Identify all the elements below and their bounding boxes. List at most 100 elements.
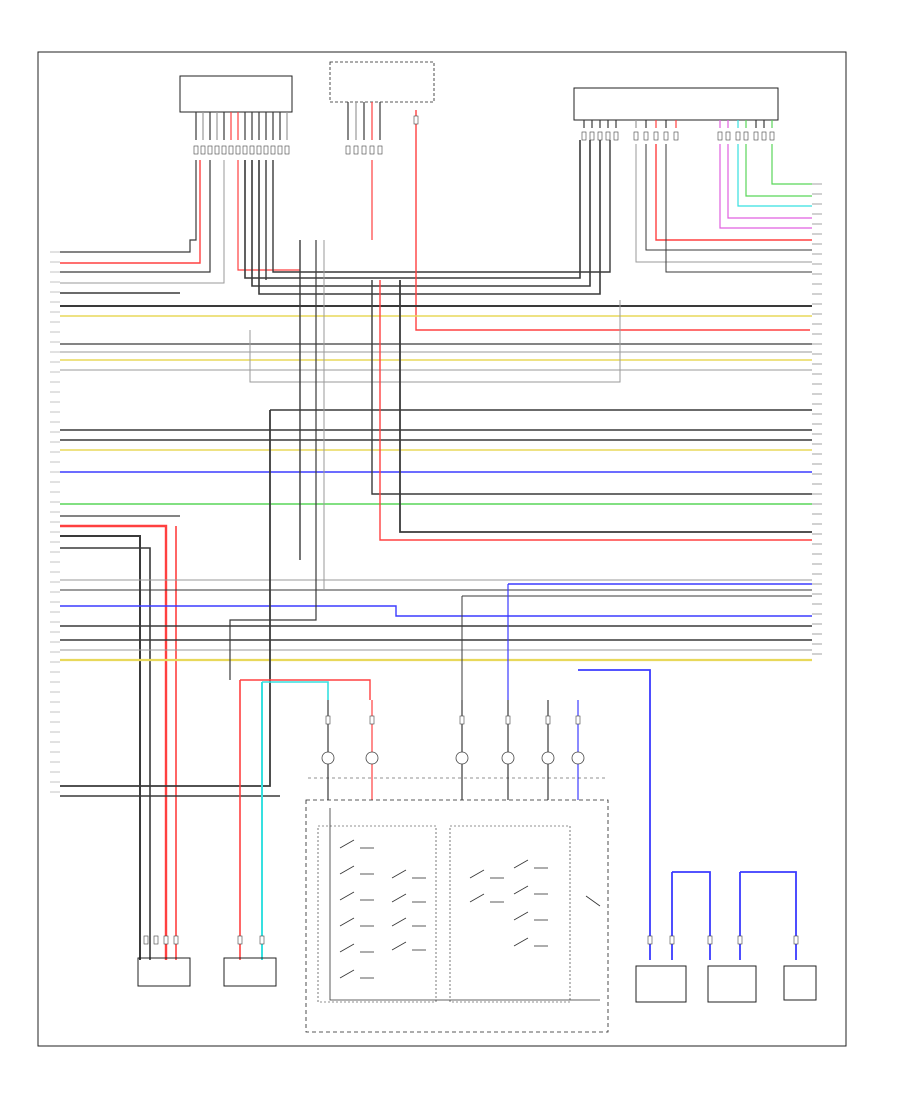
connector-pin [200, 145, 206, 155]
connector-pin [345, 145, 351, 155]
connector-pin [237, 935, 243, 945]
connector-pin [707, 935, 713, 945]
right-green-2 [745, 144, 812, 197]
right-black-1 [645, 144, 812, 251]
connector-pin [228, 145, 234, 155]
connector-pin [589, 131, 595, 141]
steering-pad-switch-area [305, 777, 609, 1033]
connector-pin [173, 935, 179, 945]
drop-cyan-top [262, 681, 329, 700]
connector-pin [737, 935, 743, 945]
connector-pin [143, 935, 149, 945]
connector-pin [669, 935, 675, 945]
splice-connector [571, 751, 585, 765]
connector-pins [143, 115, 799, 945]
trunk-3 [258, 140, 601, 295]
connector-pin [725, 131, 731, 141]
switch-contact [513, 885, 529, 895]
right-black-2 [665, 144, 812, 273]
left-wire-4 [60, 160, 225, 284]
right-magenta-2 [719, 144, 812, 229]
lamp-1 [635, 965, 687, 1003]
switch-contact [391, 893, 407, 903]
lamp3-blue [740, 871, 797, 960]
switch-contact [391, 941, 407, 951]
lamp-3 [783, 965, 817, 1001]
bus-black-6 [371, 280, 812, 495]
connector-pin [377, 145, 383, 155]
connector-pin [256, 145, 262, 155]
connector-pin [270, 145, 276, 155]
connector-pin [221, 145, 227, 155]
front-door-speaker-connector [137, 957, 191, 987]
connector-pin [613, 131, 619, 141]
connector-pin [545, 715, 551, 725]
switch-contact [339, 943, 355, 953]
top-center-connector [329, 61, 435, 103]
connector-pin [769, 131, 775, 141]
right-magenta-1 [727, 144, 812, 219]
switch-contact [391, 869, 407, 879]
connector-pin [369, 715, 375, 725]
connector-pin [284, 145, 290, 155]
connector-pin [325, 715, 331, 725]
connector-pin [214, 145, 220, 155]
switch-contact [513, 859, 529, 869]
connector-pin [793, 935, 799, 945]
switch-contact [469, 869, 485, 879]
connector-pin [663, 131, 669, 141]
switch-contact [339, 917, 355, 927]
inner-vert-2 [229, 240, 317, 680]
splice-connector [541, 751, 555, 765]
connector-pin [717, 131, 723, 141]
trunk-red [237, 160, 300, 271]
switch-common [329, 808, 600, 1001]
connector-pin [735, 131, 741, 141]
connector-pin [673, 131, 679, 141]
speaker-red-1 [60, 524, 168, 960]
connector-pin [597, 131, 603, 141]
left-wire-3 [60, 160, 211, 273]
connector-pin [581, 131, 587, 141]
lower-blue-1 [60, 605, 812, 617]
right-gray [635, 144, 812, 263]
rear-speaker-connector [223, 957, 277, 987]
connector-pin [653, 131, 659, 141]
switch-contact [469, 893, 485, 903]
connector-pin [207, 145, 213, 155]
drop-red-top [240, 679, 371, 700]
connector-pin [753, 131, 759, 141]
lower-black-long [60, 410, 271, 787]
wire-runs [50, 102, 822, 1001]
connector-pin [235, 145, 241, 155]
connector-pin [761, 131, 767, 141]
speaker-black-1 [60, 535, 141, 960]
connector-pin [505, 715, 511, 725]
connector-pin [605, 131, 611, 141]
center-red-long [415, 110, 810, 331]
connector-pin [242, 145, 248, 155]
connector-pin [259, 935, 265, 945]
combo-unit-top-left [179, 75, 293, 113]
diagram-frame [37, 51, 847, 1047]
splice-connector [501, 751, 515, 765]
switch-contact [391, 917, 407, 927]
connector-pin [575, 715, 581, 725]
connector-pin [743, 131, 749, 141]
connector-pin [361, 145, 367, 155]
right-steering-pad-switch [317, 825, 437, 1003]
multiplex-unit-top-right [573, 87, 779, 121]
lamp-2 [707, 965, 757, 1003]
trunk-1 [244, 140, 581, 279]
connector-pin [643, 131, 649, 141]
connector-pin [263, 145, 269, 155]
bus-red [379, 280, 812, 541]
switch-contact [339, 891, 355, 901]
switch-contact [339, 969, 355, 979]
connector-pin [369, 145, 375, 155]
switch-contact [339, 839, 355, 849]
connector-pin [353, 145, 359, 155]
connector-pin [277, 145, 283, 155]
connector-pin [413, 115, 419, 125]
